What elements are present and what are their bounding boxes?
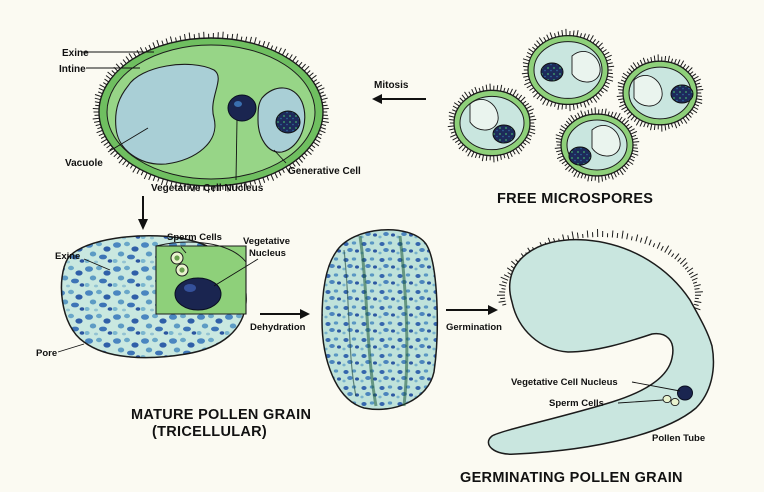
label-pore: Pore [36, 348, 57, 359]
label-mitosis: Mitosis [374, 80, 409, 91]
title-germinating: GERMINATING POLLEN GRAIN [460, 470, 683, 486]
vegetative-nucleus-top [227, 94, 257, 122]
label-intine: Intine [59, 64, 86, 75]
title-mature-line1: MATURE POLLEN GRAIN [131, 407, 311, 423]
title-free-microspores: FREE MICROSPORES [497, 191, 653, 207]
microspore-4 [554, 107, 640, 183]
label-vegetative-nucleus-line1: Vegetative [243, 236, 290, 247]
label-vacuole: Vacuole [65, 158, 103, 169]
label-sperm-cells-mid: Sperm Cells [167, 232, 222, 243]
germination-arrow [446, 305, 498, 315]
microspore-3 [616, 54, 704, 132]
dehydrated-pollen-grain [321, 228, 439, 410]
vacuole-shape [115, 63, 219, 165]
exine-spines [92, 31, 329, 193]
microspore-2 [447, 83, 537, 163]
label-vegetative-cell-nucleus-bottom: Vegetative Cell Nucleus [511, 377, 618, 388]
down-arrow [138, 196, 148, 230]
dehydration-arrow [260, 309, 310, 319]
label-exine-top: Exine [62, 48, 89, 59]
label-generative-cell: Generative Cell [288, 166, 361, 177]
label-pollen-tube: Pollen Tube [652, 433, 705, 444]
mature-pollen-grain [60, 235, 247, 359]
tube-sperm-2 [670, 397, 680, 407]
label-sperm-cells-bottom: Sperm Cells [549, 398, 604, 409]
label-exine-mid: Exine [55, 251, 80, 262]
generative-nucleus [275, 110, 301, 134]
label-dehydration: Dehydration [250, 322, 306, 333]
mitosis-arrow [372, 94, 426, 104]
vegetative-nucleus-mid [174, 277, 222, 311]
bicellular-pollen-grain [92, 31, 329, 193]
vegetative-nucleus-tube [677, 385, 693, 401]
label-vegetative-nucleus-line2: Nucleus [249, 248, 286, 259]
germinating-pollen-grain [487, 228, 715, 455]
microspore-1 [521, 28, 615, 112]
title-mature-line2: (TRICELLULAR) [152, 424, 267, 440]
tube-sperm-1 [662, 394, 672, 404]
free-microspores-cluster [447, 28, 704, 183]
label-germination: Germination [446, 322, 502, 333]
label-vegetative-cell-nucleus-top: Vegetative Cell Nucleus [151, 183, 264, 194]
